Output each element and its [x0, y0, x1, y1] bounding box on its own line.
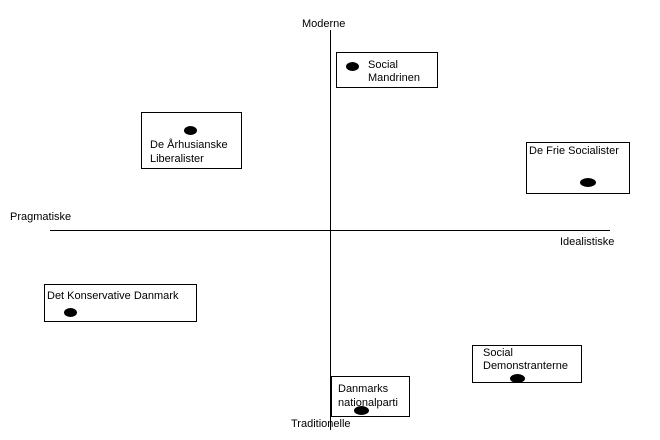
vertical-axis [330, 30, 331, 430]
party-name-line1: De Frie Socialister [529, 145, 619, 157]
party-box-de-frie-socialister: De Frie Socialister [526, 142, 630, 194]
party-marker [510, 374, 525, 383]
party-name-line2: Mandrinen [368, 72, 420, 84]
axis-label-left: Pragmatiske [10, 211, 72, 223]
party-name-line1: Social [483, 347, 513, 359]
party-box-social-demonstranterne: Social Demonstranterne [472, 345, 582, 383]
party-name-line1: Danmarks [338, 383, 389, 395]
party-box-danmarks-nationalparti: Danmarks nationalparti [331, 376, 410, 417]
party-marker [580, 178, 596, 187]
axis-label-top: Moderne [302, 18, 346, 30]
party-marker [184, 126, 197, 135]
party-marker [346, 62, 359, 71]
party-box-de-aarhusianske-liberalister: De Århusianske Liberalister [141, 112, 242, 169]
axis-label-right: Idealistiske [560, 236, 615, 248]
party-marker [354, 406, 369, 415]
party-name-line1: Social [368, 59, 398, 71]
axis-label-bottom: Traditionelle [291, 418, 351, 430]
party-marker [64, 308, 77, 317]
party-name-line2: Demonstranterne [483, 360, 568, 372]
party-name-line1: Det Konservative Danmark [47, 290, 179, 302]
party-name-line1: De Århusianske [150, 139, 228, 151]
party-name-line2: nationalparti [338, 397, 398, 409]
party-name-line2: Liberalister [150, 153, 204, 165]
